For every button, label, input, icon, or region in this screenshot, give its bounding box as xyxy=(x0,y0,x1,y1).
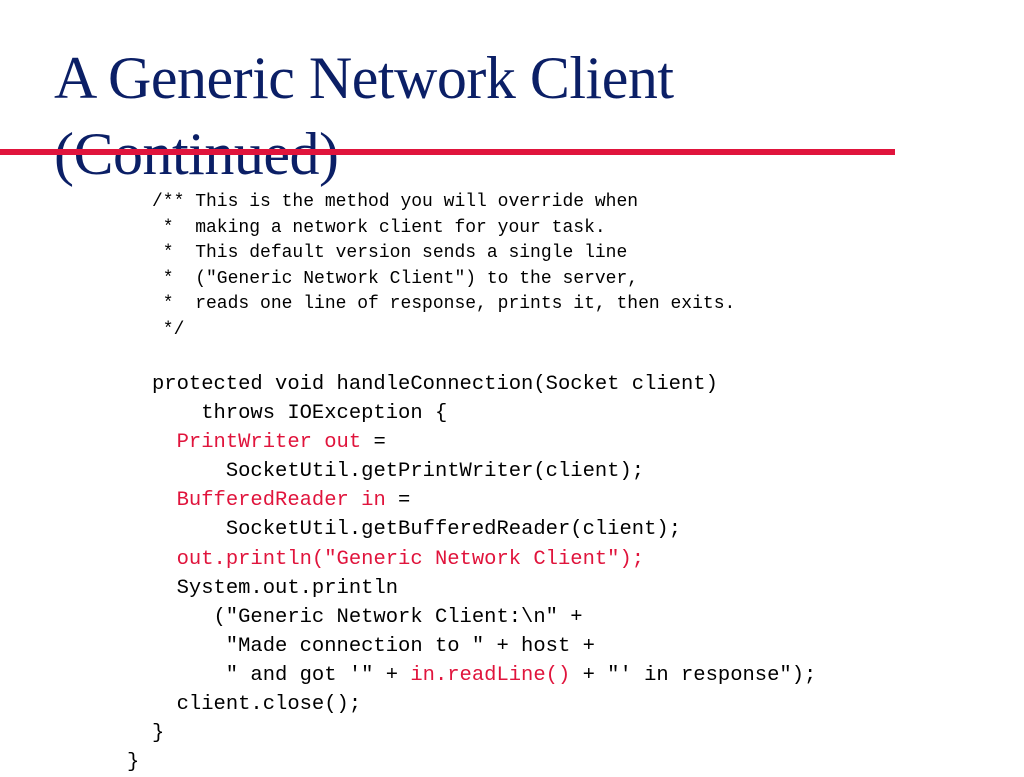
code-highlight: out.println("Generic Network Client"); xyxy=(176,547,645,571)
comment-line: * making a network client for your task. xyxy=(152,217,606,238)
slide-title: A Generic Network Client (Continued) xyxy=(54,40,954,192)
code-line-outer-brace: } xyxy=(127,751,140,774)
code-line-client-close: client.close(); xyxy=(152,690,816,719)
comment-line: /** This is the method you will override… xyxy=(152,192,639,212)
code-line-and-got: " and got '" + in.readLine() + "' in res… xyxy=(152,661,817,690)
code-line-printwriter: PrintWriter out = xyxy=(152,428,816,457)
slide-title-line-1: A Generic Network Client xyxy=(54,45,674,111)
code-text: " and got '" + xyxy=(152,663,411,687)
code-line-out-println: out.println("Generic Network Client"); xyxy=(152,545,816,574)
code-line-system-out: System.out.println xyxy=(152,574,816,603)
title-underline-rule xyxy=(0,149,895,155)
code-text: "Made connection to " + host + xyxy=(152,634,595,658)
code-text: SocketUtil.getBufferedReader(client); xyxy=(176,518,681,542)
code-line-inner-brace: } xyxy=(152,722,165,746)
code-line-made-connection: "Made connection to " + host + xyxy=(152,632,816,661)
code-text: = xyxy=(385,489,411,513)
comment-line: * ("Generic Network Client") to the serv… xyxy=(152,268,639,289)
comment-line: * This default version sends a single li… xyxy=(152,243,628,264)
code-text: SocketUtil.getPrintWriter(client); xyxy=(176,460,645,484)
code-line-get-bufferedreader: SocketUtil.getBufferedReader(client); xyxy=(152,515,816,544)
code-line-bufferedreader: BufferedReader in = xyxy=(152,486,816,515)
code-highlight: BufferedReader in xyxy=(176,489,386,513)
code-text: client.close(); xyxy=(176,693,362,717)
code-highlight: in.readLine() xyxy=(410,663,571,687)
code-line-get-printwriter: SocketUtil.getPrintWriter(client); xyxy=(152,457,816,486)
code-line-throws: throws IOException { xyxy=(152,402,448,426)
code-text: + "' in response"); xyxy=(570,663,817,687)
code-text: System.out.println xyxy=(176,576,399,600)
comment-line: * reads one line of response, prints it,… xyxy=(152,294,736,315)
javadoc-comment: /** This is the method you will override… xyxy=(152,190,735,344)
comment-line: */ xyxy=(152,319,185,340)
code-line-generic-client-string: ("Generic Network Client:\n" + xyxy=(152,603,816,632)
code-highlight: PrintWriter out xyxy=(176,431,362,455)
code-line-method-signature: protected void handleConnection(Socket c… xyxy=(152,373,718,396)
code-text: ("Generic Network Client:\n" + xyxy=(152,605,583,629)
code-block: protected void handleConnection(Socket c… xyxy=(152,370,816,748)
code-text: = xyxy=(361,431,386,455)
